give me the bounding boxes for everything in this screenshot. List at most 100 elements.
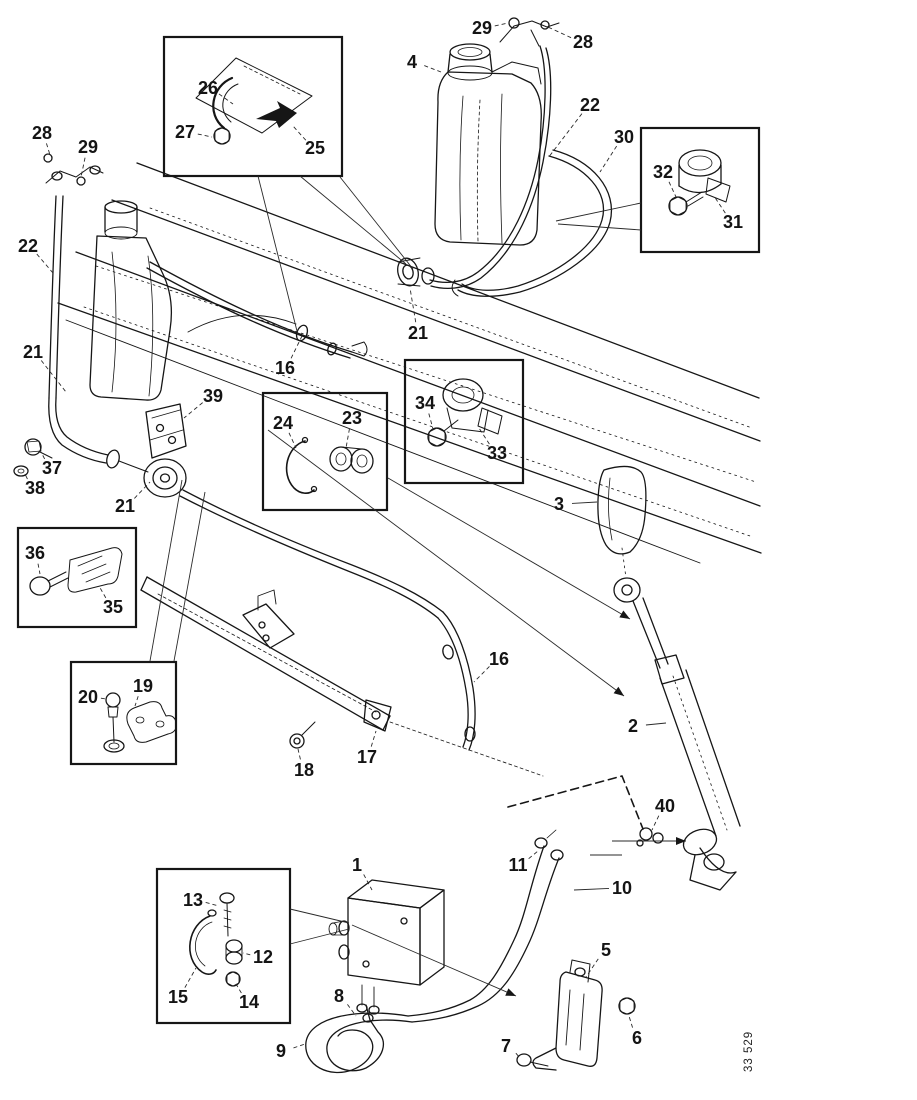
pointer-line [267,429,625,697]
inset-box-clamp-detail [162,35,344,178]
arrowhead [613,686,624,696]
bolt-7 [516,1053,532,1067]
hose-8-loop [326,1004,413,1072]
leader-line [428,413,434,430]
hose-30 [457,149,613,297]
leader-line [585,958,599,978]
callout-38: 38 [25,478,45,498]
callout-29: 29 [78,137,98,157]
leader-line [37,563,41,575]
callout-11: 11 [508,855,527,875]
spacer-31 [678,149,722,177]
leader-line [134,481,151,499]
callout-32: 32 [653,162,673,182]
pointer-line [289,908,350,924]
pointer-line [299,175,407,265]
pointer-line [149,479,183,662]
leader-line [363,874,373,891]
leader-line [24,473,28,480]
leader-line [235,983,242,994]
callout-37: 37 [42,458,62,478]
callout-7: 7 [501,1036,511,1056]
bolt-20 [105,692,121,708]
hose-16-lower [437,611,476,751]
callout-22: 22 [580,95,600,115]
arrowhead [676,837,686,845]
callout-21: 21 [408,323,428,343]
callout-35: 35 [103,597,123,617]
figure-code: 33 529 [743,1031,755,1072]
inset-bolt-clip-parts [103,692,177,753]
pointer-lines [149,175,686,997]
inset-spacer-parts [668,149,731,216]
washer-38 [13,465,29,477]
callout-34: 34 [415,393,435,413]
bracket-5-group [516,959,636,1071]
leader-line [205,902,220,907]
callout-4: 4 [407,52,417,72]
callout-10: 10 [612,878,632,898]
callout-28: 28 [32,123,52,143]
leader-line [473,666,490,683]
leader-line [515,1052,521,1059]
leader-line [80,157,86,178]
hoses-10-11 [407,829,564,1023]
leader-line [134,696,139,707]
leader-line [345,428,350,449]
leader-line [36,253,54,274]
callout-20: 20 [78,687,98,707]
leader-line [547,26,572,39]
right-tank-cap [449,43,491,61]
clamp-33 [442,378,484,412]
lower-rail [140,576,544,777]
inset-boxes [16,35,761,1025]
callout-27: 27 [175,122,195,142]
pointer-line [289,928,350,945]
callout-39: 39 [203,386,223,406]
figure-code-text: 33 529 [743,1031,755,1072]
callout-6: 6 [632,1028,642,1048]
inset-fitting-parts [189,892,243,987]
leader-line [292,125,307,141]
callout-21: 21 [115,496,135,516]
callout-26: 26 [198,78,218,98]
inset-box-hose-clamp-detail [403,358,525,485]
leader-line [218,93,234,105]
clamp-strap-26 [212,76,234,130]
hose-10 [411,857,560,1023]
bolt-36 [29,576,51,596]
callout-8: 8 [334,986,344,1006]
bolt-37 [24,438,42,456]
callout-12: 12 [253,947,273,967]
leader-line [424,65,442,73]
callout-22: 22 [18,236,38,256]
callout-5: 5 [601,940,611,960]
inset-box-bolt-clip-detail [69,660,178,766]
callout-30: 30 [614,127,634,147]
leader-line [46,143,51,156]
callout-21: 21 [23,342,43,362]
callout-24: 24 [273,413,293,433]
inset-box-fitting-detail [155,867,292,1025]
inset-box-clip-clamp-detail [261,391,389,512]
leader-line [347,1004,357,1017]
inset-hose-clamp-parts [427,378,503,447]
arrowhead [505,988,516,996]
leader-line [628,1015,633,1028]
clamp-40 [639,827,653,841]
leader-line [409,287,417,323]
pointer-line [351,924,517,997]
callout-2: 2 [628,716,638,736]
left-reservoir-group [13,153,297,498]
bolt-13 [219,892,235,904]
shield-3 [597,465,647,579]
bolt-34 [427,427,447,447]
callout-14: 14 [239,992,259,1012]
callout-36: 36 [25,543,45,563]
left-tank-body [89,235,173,401]
inset-bolt-strap-parts [29,547,123,596]
rail-bolt [289,733,305,749]
boom-hose-16 [146,261,476,751]
